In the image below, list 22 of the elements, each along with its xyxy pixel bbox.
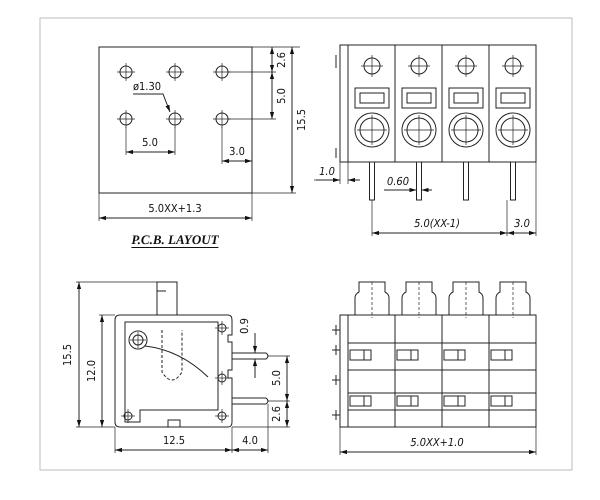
view-title: P.C.B. LAYOUT <box>131 232 219 248</box>
leader-line <box>132 94 170 112</box>
dimension-label: 3.0 <box>514 218 530 230</box>
dimension-label: 0.60 <box>386 176 410 188</box>
dimension-label: 3.0 <box>229 146 245 158</box>
dimension-label: 5.0 <box>142 137 158 149</box>
dimension-label: ø1.30 <box>132 81 162 93</box>
dimension-label: 2.6 <box>271 406 283 422</box>
dimension-label: 12.0 <box>86 360 98 382</box>
dimension-label: 15.5 <box>62 344 74 366</box>
dimension-label: 5.0(XX-1) <box>414 218 460 230</box>
dimension-label: 4.0 <box>242 435 258 447</box>
dimension-label: 1.0 <box>319 166 335 178</box>
dimension-label: 15.5 <box>296 108 308 132</box>
mounting-hole <box>166 110 184 128</box>
dimension-label: 12.5 <box>162 435 186 447</box>
dimension-label: 5.0XX+1.0 <box>410 437 464 449</box>
dimension-label: 5.0 <box>271 370 283 386</box>
dimension-label: 0.9 <box>239 318 251 334</box>
dimension-label: 5.0XX+1.3 <box>148 203 202 215</box>
dimension-label: 2.6 <box>276 52 288 68</box>
dimension-label: 5.0 <box>276 88 288 104</box>
